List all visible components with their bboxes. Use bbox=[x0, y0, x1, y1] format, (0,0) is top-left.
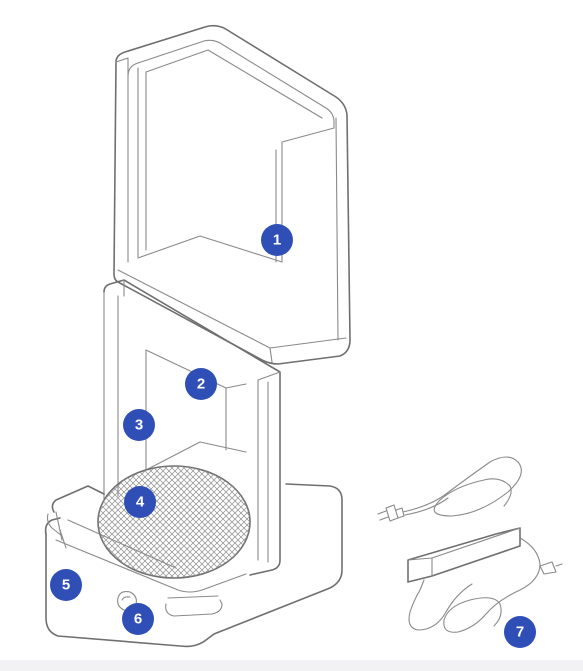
callout-2-label: 2 bbox=[197, 376, 205, 393]
base-unit-illustration bbox=[44, 279, 343, 648]
callout-2: 2 bbox=[185, 368, 217, 400]
callout-1-badge bbox=[261, 224, 293, 256]
callout-3-label: 3 bbox=[135, 417, 143, 434]
callout-7: 7 bbox=[504, 616, 536, 648]
bottom-strip bbox=[0, 660, 583, 671]
callout-4: 4 bbox=[124, 486, 156, 518]
callout-5-badge bbox=[50, 569, 82, 601]
cover-illustration bbox=[113, 24, 351, 365]
callout-6: 6 bbox=[122, 603, 154, 635]
callout-7-badge bbox=[504, 616, 536, 648]
callout-4-badge bbox=[124, 486, 156, 518]
callout-6-label: 6 bbox=[134, 611, 142, 628]
callout-6-badge bbox=[122, 603, 154, 635]
callout-5: 5 bbox=[50, 569, 82, 601]
callout-1-label: 1 bbox=[273, 232, 281, 249]
callout-3: 3 bbox=[123, 409, 155, 441]
callout-5-label: 5 bbox=[62, 577, 70, 594]
power-adapter-illustration bbox=[377, 456, 563, 633]
callout-7-label: 7 bbox=[516, 624, 524, 641]
callout-4-label: 4 bbox=[136, 494, 145, 511]
callout-1: 1 bbox=[261, 224, 293, 256]
callout-3-badge bbox=[123, 409, 155, 441]
mesh-plate bbox=[98, 466, 250, 578]
callout-2-badge bbox=[185, 368, 217, 400]
